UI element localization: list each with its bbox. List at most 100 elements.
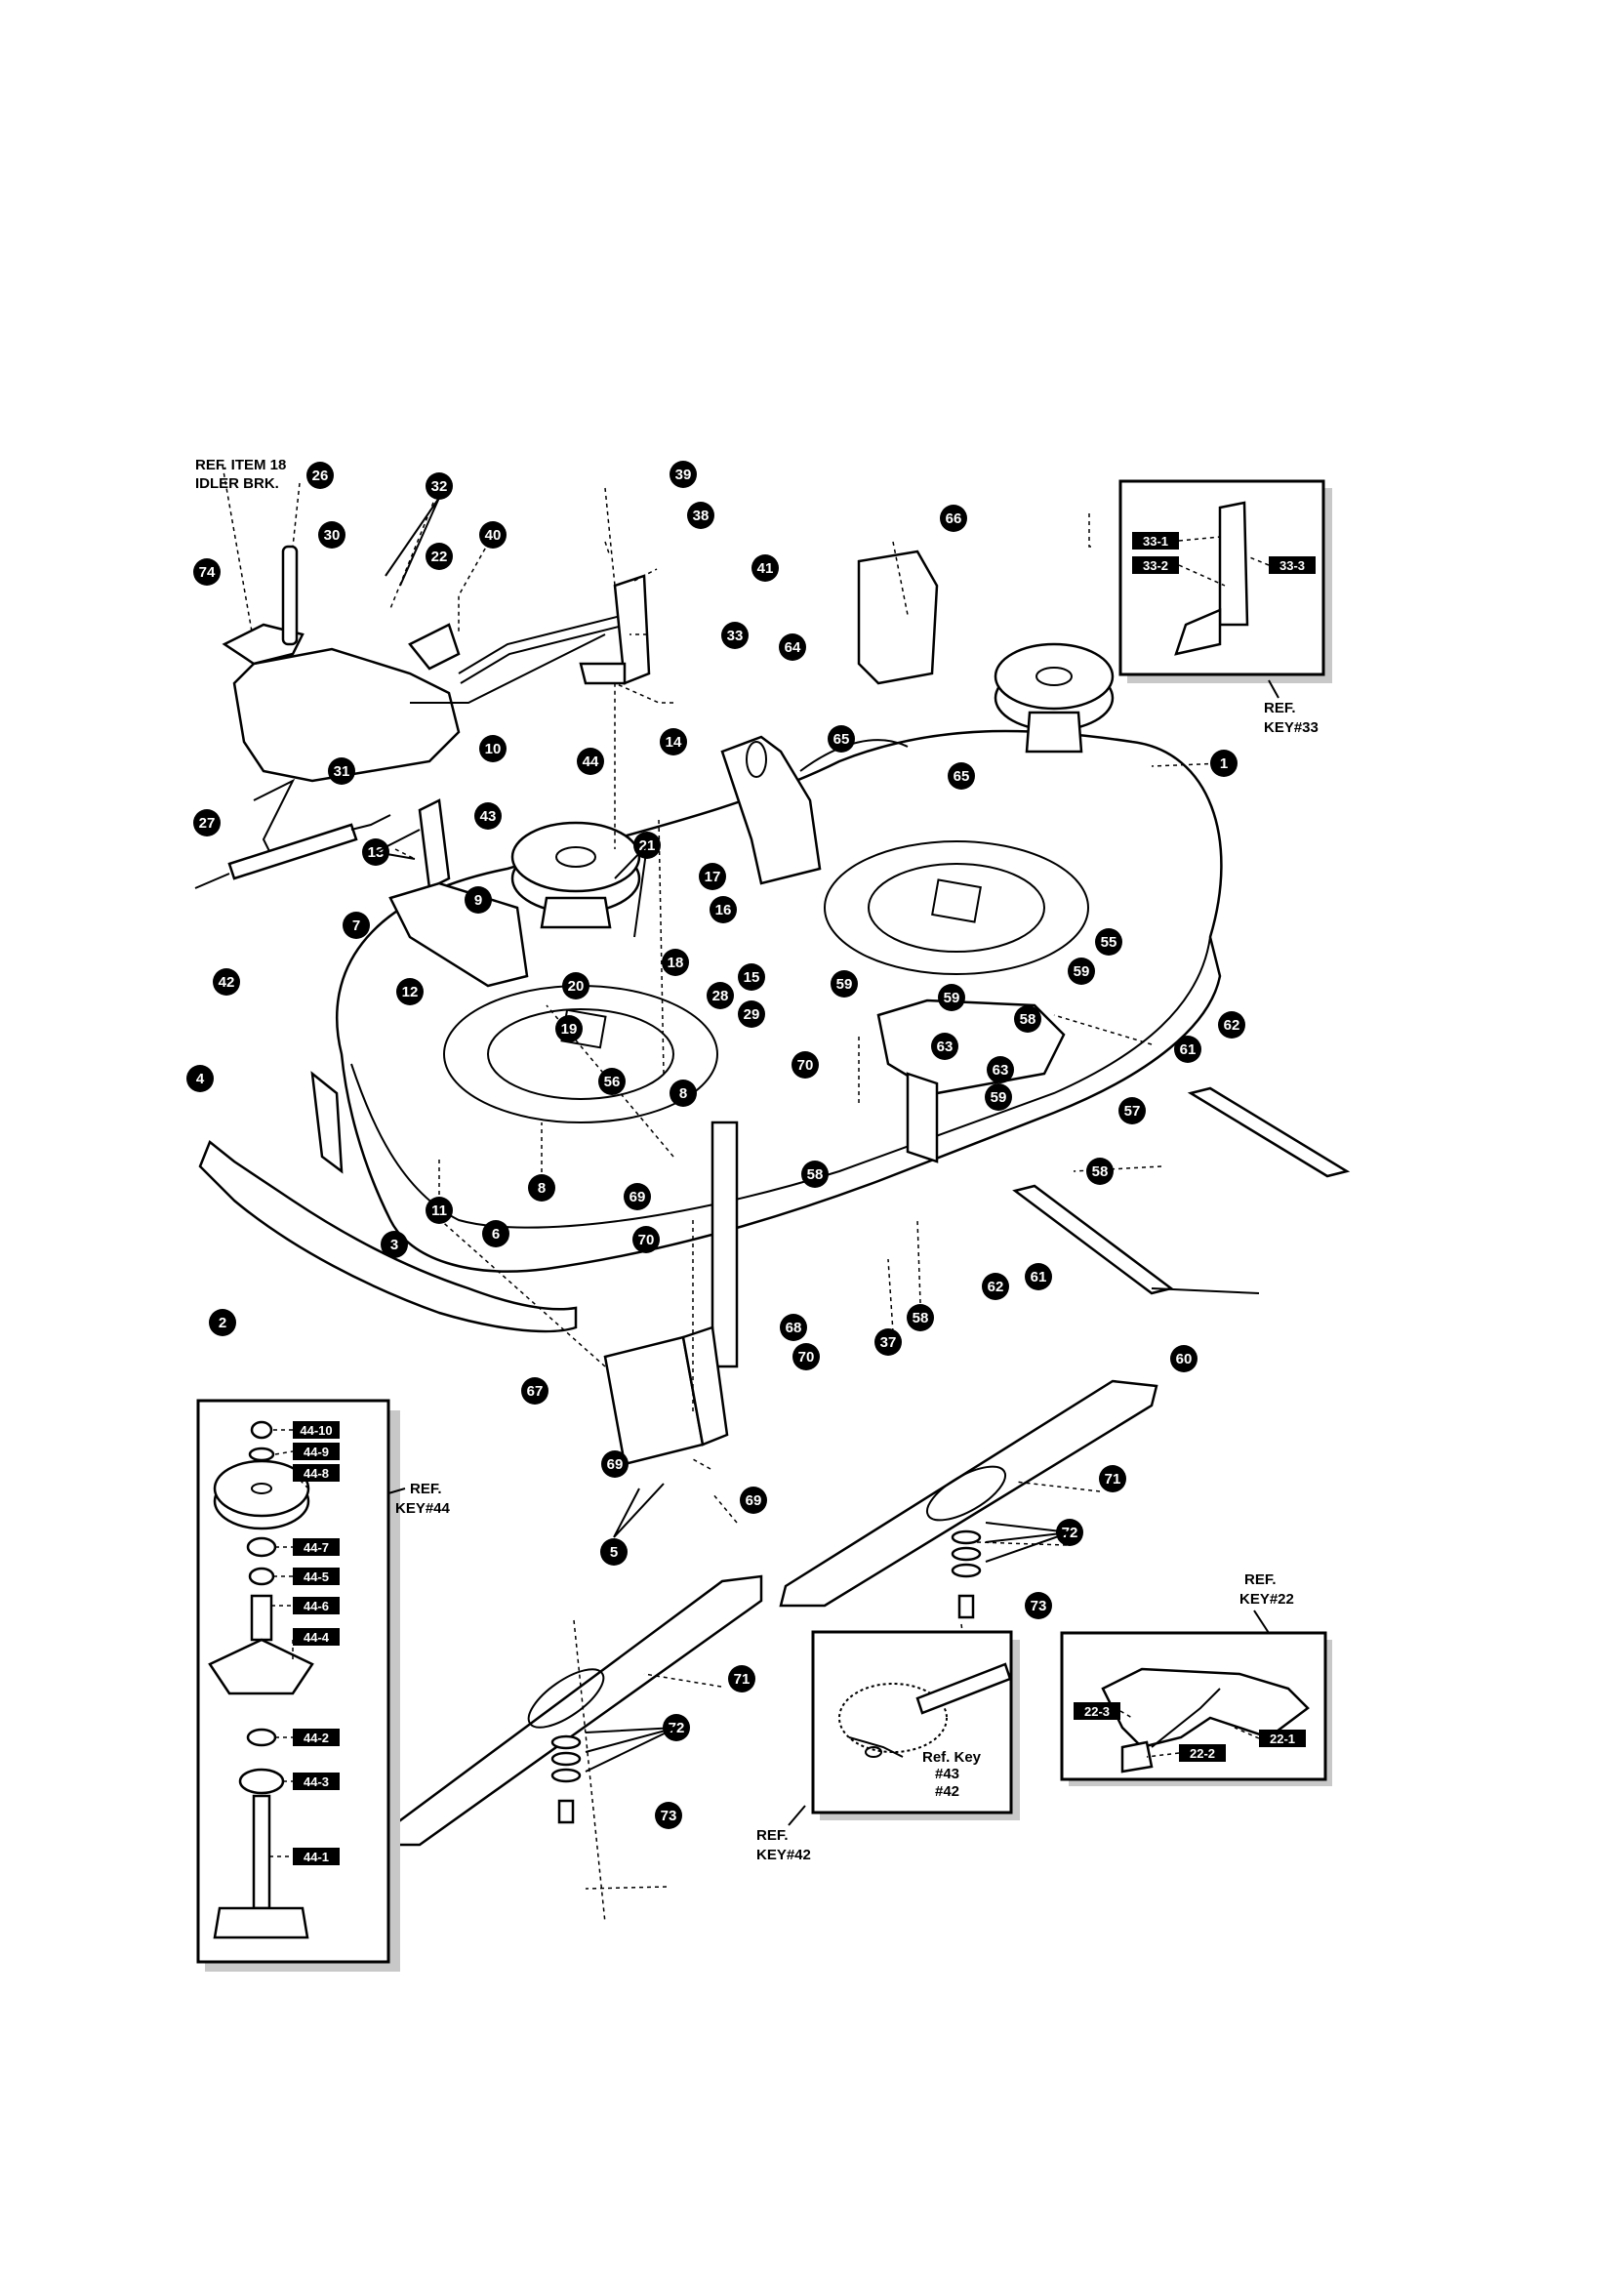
callout-65-b: 65 — [948, 762, 975, 790]
callout-12: 12 — [396, 978, 424, 1005]
tag-33-2: 33-2 — [1132, 556, 1179, 574]
svg-text:67: 67 — [527, 1383, 544, 1400]
svg-text:44-9: 44-9 — [304, 1445, 329, 1459]
callout-43: 43 — [474, 802, 502, 830]
callout-59-c: 59 — [1068, 958, 1095, 985]
svg-text:38: 38 — [693, 508, 710, 524]
callout-63-b: 63 — [987, 1056, 1014, 1083]
svg-text:44-2: 44-2 — [304, 1731, 329, 1745]
callout-37: 37 — [874, 1328, 902, 1356]
tag-44-10: 44-10 — [293, 1421, 340, 1439]
svg-text:44-1: 44-1 — [304, 1850, 329, 1864]
svg-text:69: 69 — [629, 1189, 646, 1205]
callout-70-c: 70 — [792, 1343, 820, 1370]
inset-key-33: 33-1 33-2 33-3 — [1118, 479, 1332, 683]
callout-29: 29 — [738, 1000, 765, 1028]
svg-text:5: 5 — [610, 1544, 618, 1561]
inset-42-key-42: #42 — [935, 1783, 959, 1800]
svg-text:62: 62 — [1224, 1017, 1240, 1034]
inset-key-44: 44-10 44-9 44-8 44-7 44-5 44-6 44-4 44-2… — [196, 1399, 400, 1972]
svg-text:39: 39 — [675, 467, 692, 483]
callout-3: 3 — [381, 1231, 408, 1258]
callout-58-b: 58 — [801, 1161, 829, 1188]
callout-42: 42 — [213, 968, 240, 996]
ref-item-18-note: REF. ITEM 18 — [195, 457, 286, 473]
svg-text:55: 55 — [1101, 934, 1117, 951]
svg-text:10: 10 — [485, 741, 502, 757]
tag-22-2: 22-2 — [1179, 1744, 1226, 1762]
callout-58-d: 58 — [907, 1304, 934, 1331]
svg-text:19: 19 — [561, 1021, 578, 1038]
bracket-10 — [388, 798, 529, 988]
svg-text:33-1: 33-1 — [1143, 534, 1168, 549]
svg-text:4: 4 — [196, 1071, 205, 1087]
svg-text:71: 71 — [734, 1671, 751, 1688]
svg-text:57: 57 — [1124, 1103, 1141, 1120]
svg-text:3: 3 — [390, 1237, 398, 1253]
callout-69-a: 69 — [624, 1183, 651, 1210]
idler-bracket-assembly — [222, 545, 606, 860]
svg-text:11: 11 — [431, 1203, 447, 1219]
callout-73-b: 73 — [655, 1802, 682, 1829]
callout-70-a: 70 — [792, 1051, 819, 1079]
svg-text:8: 8 — [538, 1180, 546, 1197]
svg-text:70: 70 — [638, 1232, 655, 1248]
callout-32: 32 — [426, 472, 453, 500]
tag-44-8: 44-8 — [293, 1464, 340, 1482]
svg-text:33-2: 33-2 — [1143, 558, 1168, 573]
svg-text:22-2: 22-2 — [1190, 1746, 1215, 1761]
svg-text:6: 6 — [492, 1226, 500, 1243]
ref-key-33-number: KEY#33 — [1264, 719, 1319, 736]
callout-71-a: 71 — [1099, 1465, 1126, 1492]
callout-4: 4 — [186, 1065, 214, 1092]
svg-text:44-5: 44-5 — [304, 1570, 329, 1584]
svg-text:33: 33 — [727, 628, 744, 644]
svg-text:12: 12 — [402, 984, 419, 1000]
svg-text:61: 61 — [1031, 1269, 1047, 1285]
svg-text:22-3: 22-3 — [1084, 1704, 1110, 1719]
svg-text:60: 60 — [1176, 1351, 1193, 1367]
callout-58-a: 58 — [1014, 1005, 1041, 1033]
callout-17: 17 — [699, 863, 726, 890]
callout-20: 20 — [562, 972, 589, 999]
svg-text:73: 73 — [1031, 1598, 1047, 1614]
callout-61-a: 61 — [1174, 1036, 1201, 1063]
callout-73-a: 73 — [1025, 1592, 1052, 1619]
callout-33: 33 — [721, 622, 749, 649]
tag-44-1: 44-1 — [293, 1848, 340, 1865]
callout-44: 44 — [577, 748, 604, 775]
tag-33-1: 33-1 — [1132, 532, 1179, 550]
svg-text:26: 26 — [312, 468, 329, 484]
svg-text:33-3: 33-3 — [1279, 558, 1305, 573]
svg-text:62: 62 — [988, 1279, 1004, 1295]
tag-44-6: 44-6 — [293, 1597, 340, 1614]
svg-text:58: 58 — [913, 1310, 929, 1326]
svg-text:20: 20 — [568, 978, 585, 995]
callout-8-left: 8 — [528, 1174, 555, 1202]
front-link-68 — [710, 1121, 739, 1368]
svg-text:18: 18 — [668, 955, 684, 971]
left-spindle-pulley — [510, 821, 641, 929]
front-support-bracket-67 — [603, 1325, 729, 1466]
callout-63-a: 63 — [931, 1033, 958, 1060]
callout-22: 22 — [426, 543, 453, 570]
callout-8-right: 8 — [670, 1080, 697, 1107]
svg-text:65: 65 — [954, 768, 970, 785]
ref-key-22-number: KEY#22 — [1239, 1591, 1294, 1608]
svg-text:2: 2 — [219, 1315, 226, 1331]
svg-text:29: 29 — [744, 1006, 760, 1023]
ref-key-42-label: REF. — [756, 1827, 789, 1844]
callout-40: 40 — [479, 521, 507, 549]
callout-11: 11 — [426, 1197, 453, 1224]
callout-68: 68 — [780, 1314, 807, 1341]
callout-26: 26 — [306, 462, 334, 489]
svg-text:59: 59 — [991, 1089, 1007, 1106]
svg-text:69: 69 — [607, 1456, 624, 1473]
svg-text:65: 65 — [833, 731, 850, 748]
tag-44-9: 44-9 — [293, 1443, 340, 1460]
callout-39: 39 — [670, 461, 697, 488]
svg-text:41: 41 — [757, 560, 774, 577]
callout-7: 7 — [343, 912, 370, 939]
callout-69-b: 69 — [601, 1450, 629, 1478]
svg-text:9: 9 — [474, 892, 482, 909]
